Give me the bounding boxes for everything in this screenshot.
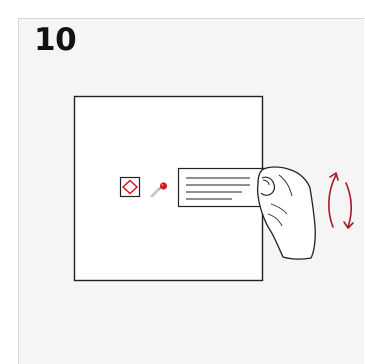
- lined-card-icon: [179, 169, 267, 207]
- diamond-in-square-icon: [121, 178, 140, 197]
- rotate-arrows-icon: [329, 173, 353, 228]
- hand-holding-card-icon: [258, 167, 316, 259]
